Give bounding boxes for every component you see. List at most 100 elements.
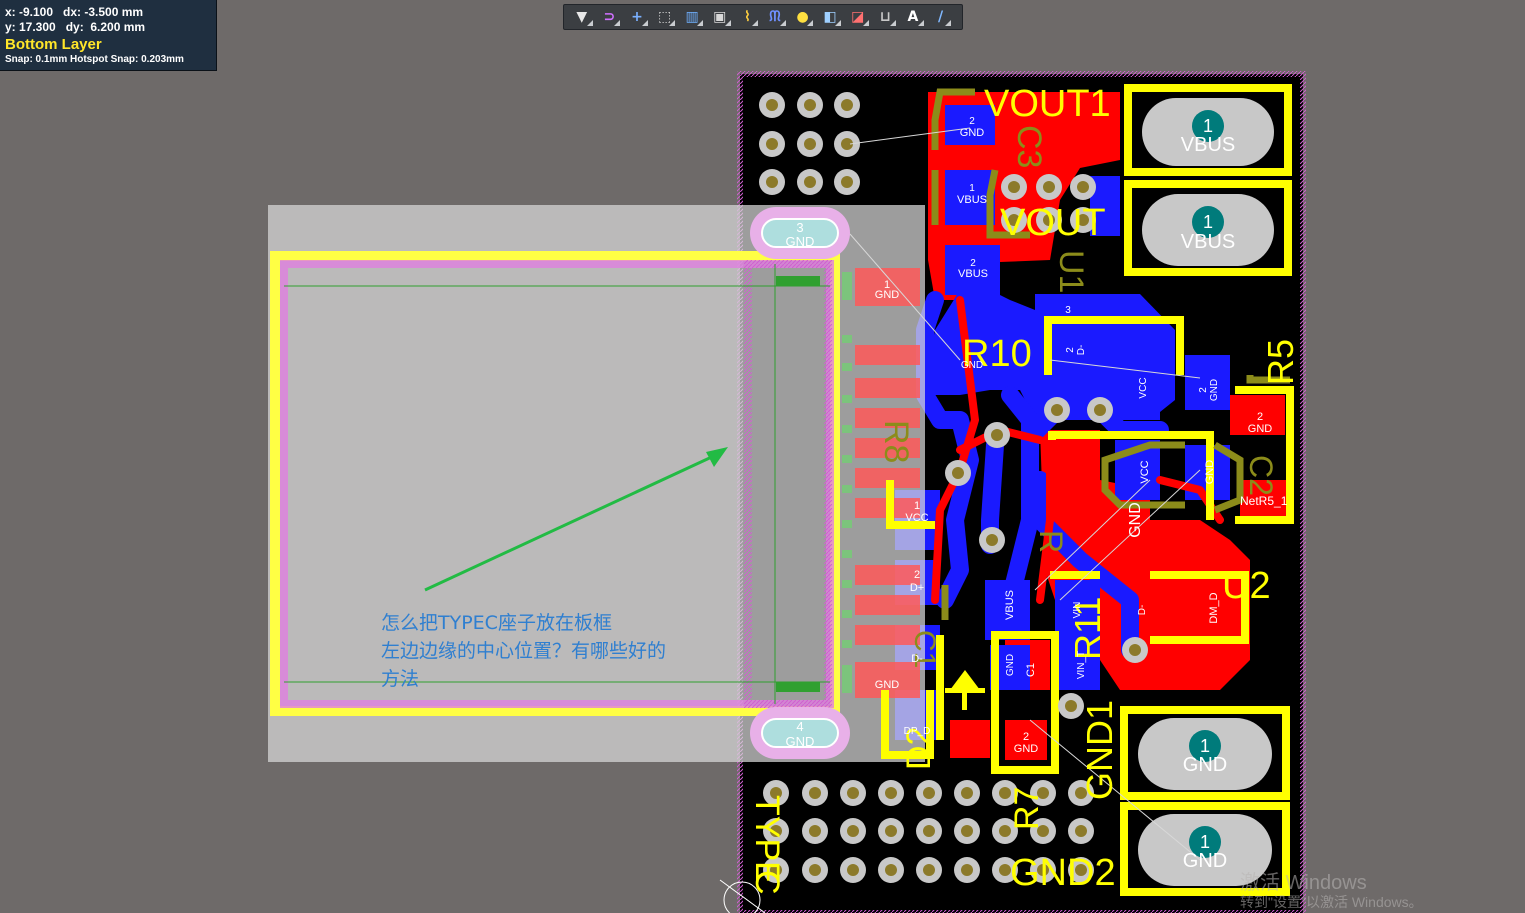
through-hole-drill <box>804 176 816 188</box>
through-hole-drill <box>1075 787 1087 799</box>
typec-connector-overlay[interactable] <box>268 205 925 762</box>
label-r8: R8 <box>877 420 915 463</box>
typec-silkscreen <box>270 251 840 716</box>
through-hole-drill <box>841 176 853 188</box>
pad-label: VIN_T <box>1076 651 1087 679</box>
pad-label: D- <box>1076 345 1087 356</box>
dimension-icon[interactable]: ⊔ <box>872 5 900 29</box>
pad-label: GND <box>1209 379 1220 401</box>
text-glyph: A <box>907 9 919 25</box>
through-hole-drill <box>999 787 1011 799</box>
label-type: TYPE <box>748 795 786 884</box>
text-icon[interactable]: A <box>899 5 927 29</box>
through-hole-drill <box>1075 825 1087 837</box>
pad-label: 2 <box>1198 387 1209 393</box>
through-hole-drill <box>885 864 897 876</box>
filter-glyph: ▼ <box>576 9 588 25</box>
pad-label: 2 <box>914 569 920 581</box>
label-r7: R7 <box>1008 787 1046 830</box>
through-hole-drill <box>841 138 853 150</box>
label-r: R <box>1033 530 1069 553</box>
filter-icon[interactable]: ▼ <box>568 5 596 29</box>
through-hole-drill <box>923 787 935 799</box>
through-hole-drill <box>999 825 1011 837</box>
pad-label: 1 <box>1203 212 1213 232</box>
pad-label: 2 <box>1257 411 1263 423</box>
pad-label: VCC <box>1138 377 1149 398</box>
windows-activation-watermark: 激活 Windows <box>1240 872 1367 894</box>
pad-label: GND <box>786 734 815 749</box>
component-icon[interactable]: ▣ <box>706 5 734 29</box>
pad-label: 2 <box>1023 731 1029 743</box>
pad-label: VCC <box>1139 460 1151 483</box>
windows-activation-hint: 转到"设置"以激活 Windows。 <box>1240 894 1423 910</box>
through-hole-drill <box>1037 864 1049 876</box>
pad-label: GND <box>960 127 985 139</box>
through-hole-drill <box>961 787 973 799</box>
pad-label: 1 <box>969 183 975 194</box>
through-hole-drill <box>1077 181 1089 193</box>
note-line-1: 怎么把TYPEC座子放在板框 <box>381 612 612 634</box>
pad-label: VBUS <box>1181 231 1235 253</box>
pad-label: VBUS <box>958 268 988 280</box>
through-hole-drill <box>809 787 821 799</box>
label-vout: VOUT <box>1000 202 1106 244</box>
label-gnd2: GND2 <box>1010 852 1116 894</box>
component-glyph: ▣ <box>713 9 727 25</box>
through-hole-drill <box>1037 787 1049 799</box>
dimension-glyph: ⊔ <box>879 9 891 25</box>
pad-label: 3 <box>1065 305 1071 316</box>
pad-label: GND <box>1005 654 1016 676</box>
pad-label: D- <box>1137 605 1148 616</box>
silkscreen-layer <box>881 84 1294 896</box>
label-c1: C1 <box>908 630 941 668</box>
typec-mount-pads <box>750 207 850 759</box>
hud-snap-info: Snap: 0.1mm Hotspot Snap: 0.203mm <box>5 54 184 65</box>
through-hole-drill <box>847 787 859 799</box>
pad-label: GND <box>1248 423 1273 435</box>
line-glyph: / <box>937 9 944 25</box>
through-hole-drill <box>885 825 897 837</box>
note-line-3: 方法 <box>381 668 420 690</box>
through-hole-drill <box>885 787 897 799</box>
hud-layer-name: Bottom Layer <box>5 36 102 53</box>
question-note: 怎么把TYPEC座子放在板框 左边边缘的中心位置？有哪些好的 方法 <box>381 609 721 693</box>
label-gnd1: GND1 <box>1079 700 1120 800</box>
select-rect-icon[interactable]: ⬚ <box>651 5 679 29</box>
via-glyph: ● <box>796 9 809 25</box>
through-hole-drill <box>1037 825 1049 837</box>
via-icon[interactable]: ● <box>789 5 817 29</box>
through-hole-drill <box>1043 214 1055 226</box>
route-icon[interactable]: ⌇ <box>734 5 762 29</box>
pad-label: 1 <box>1200 832 1210 852</box>
diff-pair-icon[interactable]: ᙏ <box>761 5 789 29</box>
polygon-fill-icon[interactable]: ◧ <box>816 5 844 29</box>
through-hole-drill <box>961 864 973 876</box>
through-hole-drill <box>841 99 853 111</box>
bottom-silkscreen-layer <box>931 88 1290 620</box>
pad-label: VCC <box>905 512 928 524</box>
pad-label: GND <box>1183 850 1227 872</box>
pad-label: GND <box>961 360 983 371</box>
coordinate-hud: x: -9.100 dx: -3.500 mm y: 17.300 dy: 6.… <box>0 0 217 71</box>
through-hole-drill <box>923 825 935 837</box>
region-icon[interactable]: ◪ <box>844 5 872 29</box>
power-connector-pads <box>1138 98 1274 886</box>
through-hole-drill <box>847 864 859 876</box>
vias <box>945 397 1148 719</box>
crosshair-icon[interactable]: + <box>623 5 651 29</box>
align-icon[interactable]: ▥ <box>678 5 706 29</box>
magnet-snap-icon[interactable]: ⊃ <box>596 5 624 29</box>
pad-label: 1 <box>1200 736 1210 756</box>
through-hole-drill <box>923 864 935 876</box>
through-hole-drill <box>1075 864 1087 876</box>
label-u2: U2 <box>1222 565 1271 607</box>
line-icon[interactable]: / <box>927 5 955 29</box>
pad-label: 2 <box>969 116 975 127</box>
through-hole-drill <box>1008 214 1020 226</box>
through-hole-pads <box>759 92 1096 883</box>
through-hole-drill <box>809 864 821 876</box>
label-net-r5: NetR5_1 <box>1240 494 1288 508</box>
pad-label: GND <box>786 234 815 249</box>
